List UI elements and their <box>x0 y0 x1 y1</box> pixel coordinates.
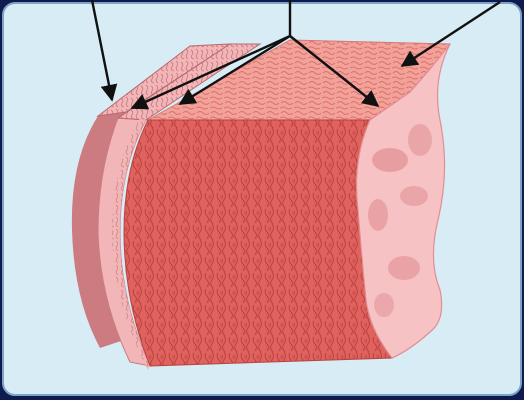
main-block-front <box>124 120 392 366</box>
